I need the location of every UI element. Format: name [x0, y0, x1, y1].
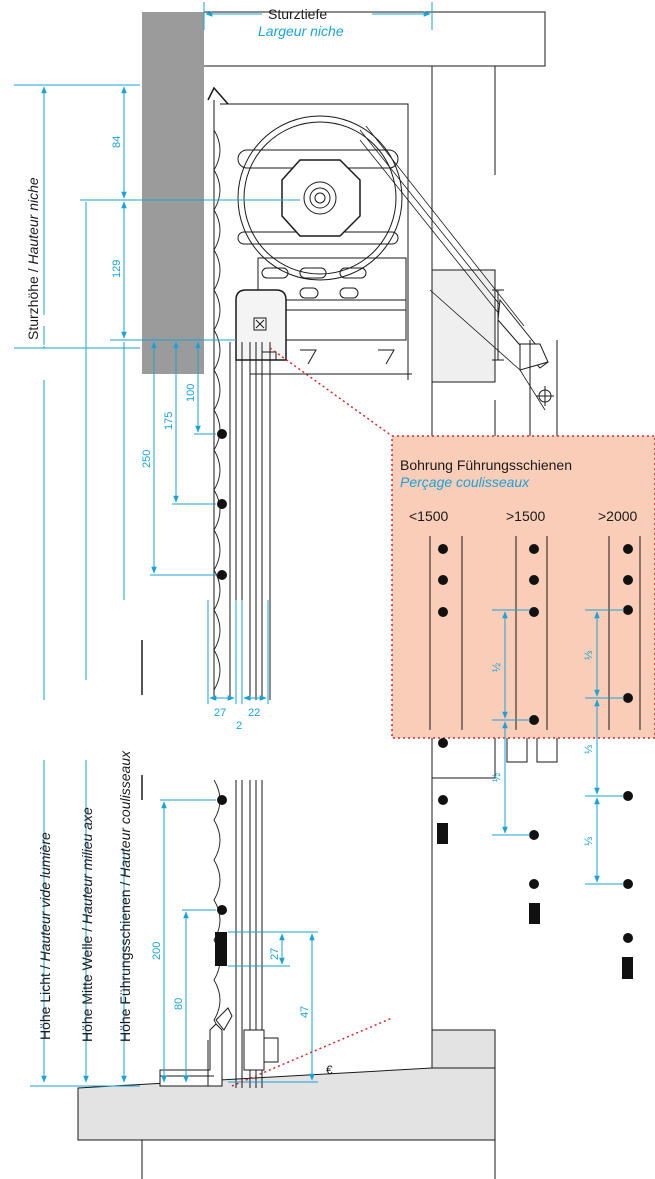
- drill-hole: [217, 499, 227, 509]
- dim-22: 22: [248, 707, 260, 719]
- sturzhoehe-label: Sturzhöhe / Hauteur niche: [25, 177, 41, 340]
- motor-axis: [303, 181, 337, 215]
- roller-box: [207, 86, 558, 730]
- fuehrung-de: Höhe Führungsschienen /: [117, 878, 133, 1042]
- detail-panel: [391, 435, 655, 739]
- drill-hole: [217, 570, 227, 580]
- hoehe-fuehrungsschienen-label: Höhe Führungsschienen / Hauteur coulisse…: [117, 750, 133, 1042]
- svg-text:Höhe Licht / Hauteur vide lumi: Höhe Licht / Hauteur vide lumière: [37, 832, 53, 1040]
- fuehrung-fr: Hauteur coulisseaux: [117, 750, 133, 878]
- sturzhoehe-de: Sturzhöhe /: [25, 265, 41, 341]
- drill-hole: [217, 429, 227, 439]
- drill-hole: [217, 905, 227, 915]
- sturztiefe-label: Sturztiefe: [268, 6, 327, 22]
- fraction-third-3: ⅓: [583, 837, 595, 846]
- svg-text:Höhe Mitte Welle / Hauteur mil: Höhe Mitte Welle / Hauteur milieu axe: [79, 807, 95, 1042]
- fraction-half-1: ½: [491, 663, 503, 672]
- roller-drum: [237, 115, 403, 281]
- fraction-half-2: ½: [491, 773, 503, 782]
- lintel-wall: [142, 12, 204, 374]
- dim-250: 250: [141, 450, 153, 468]
- dim-2: 2: [236, 720, 242, 732]
- hoehe-mitte-welle-label: Höhe Mitte Welle / Hauteur milieu axe: [79, 807, 95, 1042]
- fraction-third-1: ⅓: [583, 651, 595, 660]
- sturzhoehe-fr: Hauteur niche: [25, 177, 41, 264]
- dim-84: 84: [111, 136, 123, 148]
- drill-hole: [217, 795, 227, 805]
- col-label-gt1500: >1500: [506, 508, 546, 524]
- drill-holes-rail: [217, 429, 227, 915]
- licht-de: Höhe Licht /: [37, 961, 53, 1040]
- guide-rail-upper: [213, 129, 271, 700]
- window-sill: [77, 1067, 496, 1141]
- licht-fr: Hauteur vide lumière: [37, 832, 53, 961]
- guide-rail-lower: [159, 779, 279, 1088]
- dimension-lines: [14, 2, 433, 1087]
- detail-title-fr: Perçage coulisseaux: [400, 474, 530, 490]
- welle-de: Höhe Mitte Welle /: [79, 924, 95, 1042]
- dim-47: 47: [299, 1006, 311, 1018]
- dim-200: 200: [151, 942, 163, 960]
- svg-text:Sturzhöhe / Hauteur niche: Sturzhöhe / Hauteur niche: [25, 177, 41, 340]
- dim-27b: 27: [269, 948, 281, 960]
- fraction-third-2: ⅓: [583, 745, 595, 754]
- dim-175: 175: [163, 412, 175, 430]
- detail-callout: Bohrung Führungsschienen Perçage couliss…: [231, 347, 655, 1087]
- dim-100: 100: [185, 384, 197, 402]
- dim-129: 129: [111, 260, 123, 278]
- dim-80: 80: [173, 998, 185, 1010]
- end-stop: [215, 932, 227, 966]
- small-mark: €: [326, 1063, 333, 1077]
- col-label-gt2000: >2000: [598, 508, 638, 524]
- detail-title-de: Bohrung Führungsschienen: [400, 457, 572, 473]
- svg-text:Höhe Führungsschienen / Hauteu: Höhe Führungsschienen / Hauteur coulisse…: [117, 750, 133, 1042]
- welle-fr: Hauteur milieu axe: [79, 807, 95, 924]
- hoehe-licht-label: Höhe Licht / Hauteur vide lumière: [37, 832, 53, 1040]
- col-label-lt1500: <1500: [409, 508, 449, 524]
- dim-27: 27: [214, 707, 226, 719]
- largeur-niche-label: Largeur niche: [258, 23, 344, 39]
